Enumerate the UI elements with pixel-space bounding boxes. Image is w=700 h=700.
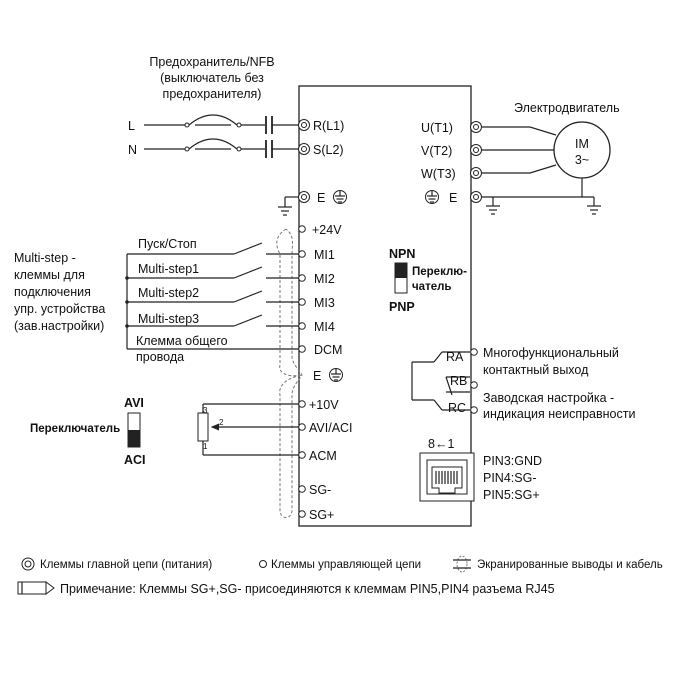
left-note-3: подключения bbox=[14, 285, 91, 299]
potentiometer bbox=[197, 403, 299, 456]
left-note-1: Multi-step - bbox=[14, 251, 76, 265]
terminal-mi2-label: MI2 bbox=[314, 272, 335, 286]
pencil-icon bbox=[17, 581, 55, 595]
terminal-dcm-label: DCM bbox=[314, 343, 342, 357]
main-terminal-u bbox=[470, 121, 482, 133]
legend-shielded-label: Экранированные выводы и кабель bbox=[477, 559, 663, 571]
avi-switch-label: Переключатель bbox=[30, 423, 120, 435]
motor-symbol: IM 3~ bbox=[553, 121, 611, 179]
legend-main-label: Клеммы главной цепи (питания) bbox=[40, 559, 212, 571]
npn-pnp-switch bbox=[394, 262, 408, 294]
ms3-label: Multi-step3 bbox=[138, 312, 199, 326]
ground-icon bbox=[333, 190, 347, 204]
main-terminal-legend-icon bbox=[21, 557, 35, 571]
motor-im-label: IM bbox=[575, 137, 589, 151]
relay-rb-label: RB bbox=[450, 374, 467, 388]
relay-desc-1: Многофункциональный bbox=[483, 346, 619, 360]
terminal-avi-aci-label: AVI/ACI bbox=[309, 421, 353, 435]
legend-control-label: Клеммы управляющей цепи bbox=[271, 559, 421, 571]
aci-label: ACI bbox=[124, 453, 146, 467]
terminal-e-in-label: E bbox=[317, 191, 325, 205]
main-terminal-s bbox=[298, 143, 310, 155]
terminal-mi4-label: MI4 bbox=[314, 320, 335, 334]
common-label-2: провода bbox=[136, 350, 184, 364]
pot-pin-2: 2 bbox=[219, 418, 224, 427]
left-note-2: клеммы для bbox=[14, 268, 85, 282]
input-n-label: N bbox=[128, 143, 137, 157]
terminal-mi3-label: MI3 bbox=[314, 296, 335, 310]
npn-switch-label-1: Переклю- bbox=[412, 266, 467, 278]
terminal-e-out-label: E bbox=[449, 191, 457, 205]
terminal-u-label: U(T1) bbox=[421, 121, 453, 135]
relay-rc-label: RC bbox=[448, 401, 466, 415]
motor-phase-label: 3~ bbox=[575, 153, 589, 167]
terminal-r-label: R(L1) bbox=[313, 119, 344, 133]
footnote-text: Примечание: Клеммы SG+,SG- присоединяютс… bbox=[60, 582, 555, 596]
pnp-label: PNP bbox=[389, 300, 415, 314]
terminal-e-ctrl-label: E bbox=[313, 369, 321, 383]
fuse-caption-2: (выключатель без bbox=[160, 71, 264, 85]
rj45-pin4: PIN4:SG- bbox=[483, 471, 537, 485]
motor-title: Электродвигатель bbox=[514, 101, 620, 115]
rj45-pin3: PIN3:GND bbox=[483, 454, 542, 468]
terminal-mi1-label: MI1 bbox=[314, 248, 335, 262]
input-ground bbox=[278, 191, 310, 216]
npn-label: NPN bbox=[389, 247, 415, 261]
input-l-label: L bbox=[128, 119, 135, 133]
rj45-pin5: PIN5:SG+ bbox=[483, 488, 540, 502]
relay-desc-2: контактный выход bbox=[483, 363, 589, 377]
terminal-10v-label: +10V bbox=[309, 398, 339, 412]
main-terminal-w bbox=[470, 167, 482, 179]
pot-pin-3: 3 bbox=[203, 406, 208, 415]
relay-desc-3: Заводская настройка - bbox=[483, 391, 614, 405]
fuse-caption-1: Предохранитель/NFB bbox=[149, 55, 274, 69]
digital-input-wiring bbox=[125, 242, 299, 350]
left-note-5: (зав.настройки) bbox=[14, 319, 104, 333]
relay-ra-label: RA bbox=[446, 350, 464, 364]
ground-icon bbox=[329, 368, 343, 382]
npn-switch-label-2: чатель bbox=[412, 281, 451, 293]
relay-output bbox=[411, 348, 478, 414]
avi-aci-switch bbox=[127, 412, 141, 448]
ground-icon bbox=[425, 190, 439, 204]
ms1-label: Multi-step1 bbox=[138, 262, 199, 276]
main-terminal-r bbox=[298, 119, 310, 131]
avi-label: AVI bbox=[124, 396, 144, 410]
output-ground bbox=[470, 178, 601, 215]
control-terminals bbox=[298, 225, 306, 518]
ms2-label: Multi-step2 bbox=[138, 286, 199, 300]
rj45-pins-label: 8←1 bbox=[428, 437, 454, 451]
terminal-w-label: W(T3) bbox=[421, 167, 456, 181]
terminal-sgp-label: SG+ bbox=[309, 508, 334, 522]
shielded-legend-icon bbox=[453, 555, 471, 573]
rj45-port bbox=[419, 452, 475, 502]
pot-pin-1: 1 bbox=[203, 442, 208, 451]
terminal-s-label: S(L2) bbox=[313, 143, 344, 157]
motor-wiring bbox=[482, 126, 557, 174]
start-stop-label: Пуск/Стоп bbox=[138, 237, 197, 251]
terminal-sgm-label: SG- bbox=[309, 483, 331, 497]
inverter-body bbox=[298, 85, 472, 527]
fuse-caption-3: предохранителя) bbox=[163, 87, 262, 101]
common-label-1: Клемма общего bbox=[136, 334, 228, 348]
shielded-cable bbox=[276, 228, 303, 518]
relay-desc-4: индикация неисправности bbox=[483, 407, 635, 421]
power-input-wiring bbox=[144, 114, 299, 158]
terminal-24v-label: +24V bbox=[312, 223, 342, 237]
control-terminal-legend-icon bbox=[259, 560, 267, 568]
terminal-v-label: V(T2) bbox=[421, 144, 452, 158]
left-note-4: упр. устройства bbox=[14, 302, 105, 316]
main-terminal-v bbox=[470, 144, 482, 156]
terminal-acm-label: ACM bbox=[309, 449, 337, 463]
